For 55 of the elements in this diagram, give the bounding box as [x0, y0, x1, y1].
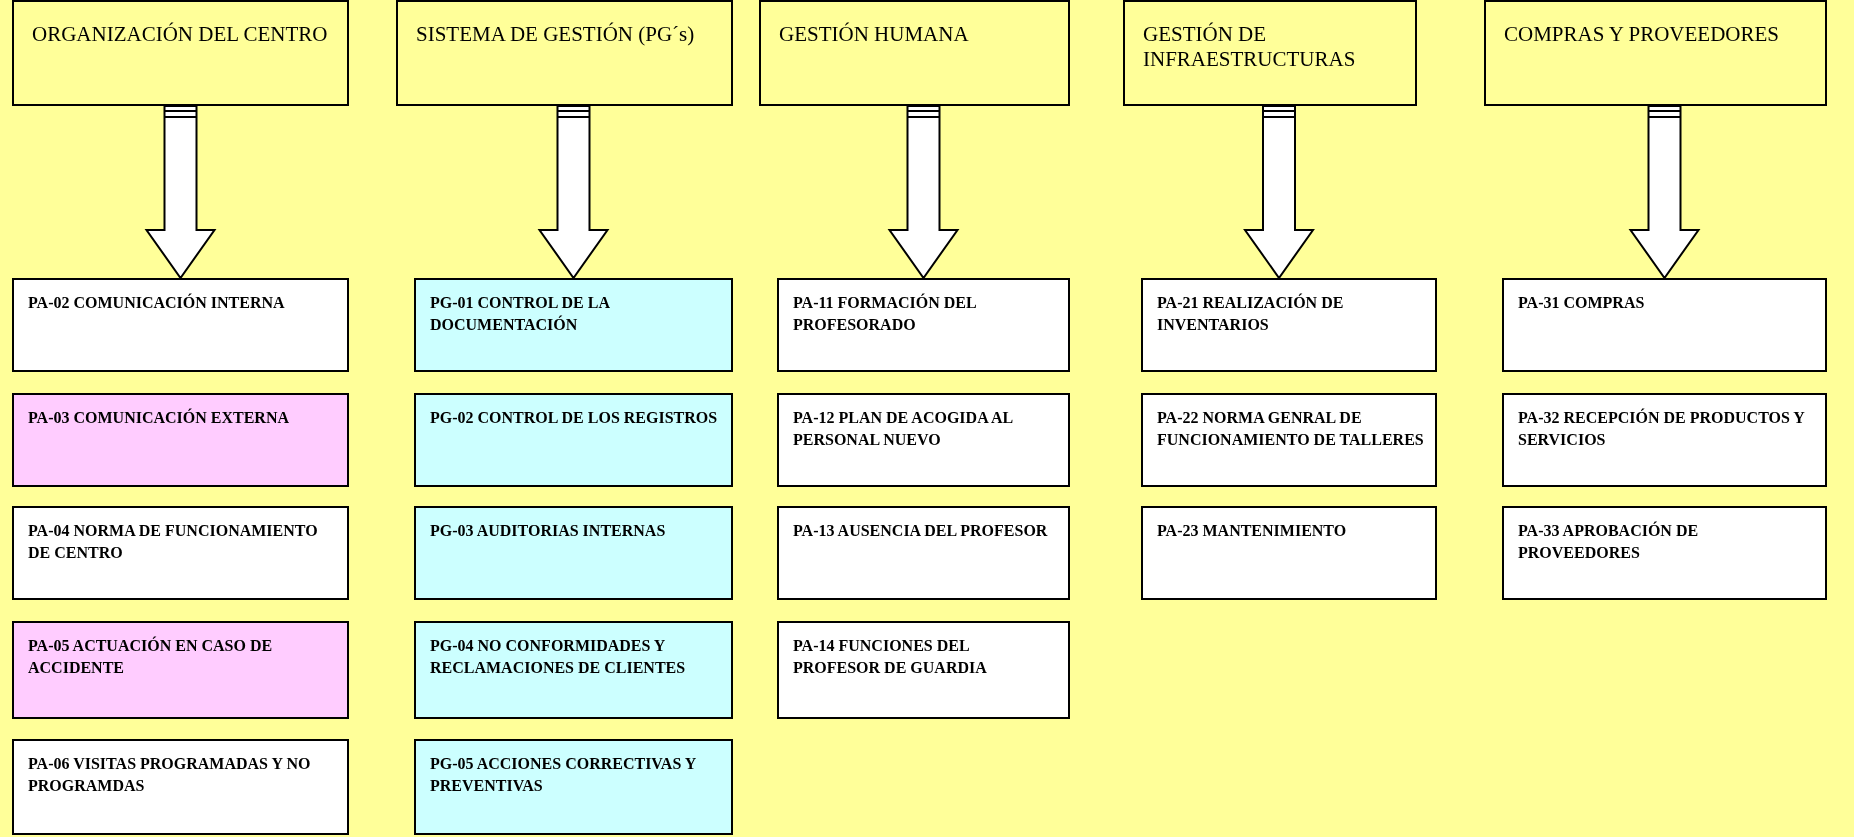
- process-box: [414, 278, 733, 372]
- process-text: PA-31 COMPRAS: [1518, 293, 1646, 313]
- process-text: PA-14 FUNCIONES DEL PROFESOR DE GUARDIA: [793, 636, 988, 678]
- header-box: [759, 0, 1070, 106]
- block-arrow: [1243, 105, 1315, 280]
- process-text: PA-23 MANTENIMIENTO: [1157, 521, 1348, 541]
- process-box: [1141, 278, 1437, 372]
- header-text: GESTIÓN HUMANA: [779, 22, 970, 48]
- process-text: PG-04 NO CONFORMIDADES Y RECLAMACIONES DE CLIENTES: [430, 636, 687, 678]
- process-box: [414, 621, 733, 719]
- header-box: [1484, 0, 1827, 106]
- block-arrow: [887, 105, 960, 280]
- process-box: [1141, 393, 1437, 487]
- process-text: PA-05 ACTUACIÓN EN CASO DE ACCIDENTE: [28, 635, 274, 678]
- process-box: [12, 393, 349, 487]
- process-text: PA-04 NORMA DE FUNCIONAMIENTO DE CENTRO: [28, 521, 319, 563]
- process-text: PA-21 REALIZACIÓN DE INVENTARIOS: [1157, 292, 1345, 335]
- header-text: COMPRAS Y PROVEEDORES: [1504, 22, 1780, 48]
- block-arrow: [1628, 105, 1701, 280]
- header-box: [1123, 0, 1417, 106]
- process-box: [1502, 393, 1827, 487]
- process-text: PA-06 VISITAS PROGRAMADAS Y NO PROGRAMDAS: [28, 754, 312, 796]
- process-text: PG-01 CONTROL DE LA DOCUMENTACIÓN: [430, 293, 611, 335]
- header-box: [396, 0, 733, 106]
- process-box: [12, 278, 349, 372]
- process-box: [414, 393, 733, 487]
- process-box: [414, 739, 733, 835]
- process-box: [777, 506, 1070, 600]
- process-box: [1141, 506, 1437, 600]
- header-text: ORGANIZACIÓN DEL CENTRO: [32, 22, 329, 48]
- process-box: [777, 621, 1070, 719]
- block-arrow: [537, 105, 610, 280]
- process-box: [777, 278, 1070, 372]
- process-box: [777, 393, 1070, 487]
- block-arrow: [144, 105, 217, 280]
- process-text: PA-13 AUSENCIA DEL PROFESOR: [793, 521, 1049, 541]
- process-box: [1502, 278, 1827, 372]
- process-text: PG-03 AUDITORIAS INTERNAS: [430, 521, 667, 541]
- header-text: GESTIÓN DE INFRAESTRUCTURAS: [1143, 22, 1357, 73]
- process-text: PA-03 COMUNICACIÓN EXTERNA: [28, 407, 291, 428]
- process-box: [1502, 506, 1827, 600]
- process-box: [12, 621, 349, 719]
- process-text: PG-02 CONTROL DE LOS REGISTROS: [430, 408, 719, 428]
- process-text: PA-33 APROBACIÓN DE PROVEEDORES: [1518, 520, 1700, 563]
- header-text: SISTEMA DE GESTIÓN (PG´s): [416, 22, 696, 48]
- process-box: [12, 739, 349, 835]
- process-text: PA-02 COMUNICACIÓN INTERNA: [28, 292, 286, 313]
- process-text: PA-12 PLAN DE ACOGIDA AL PERSONAL NUEVO: [793, 408, 1014, 450]
- process-text: PA-22 NORMA GENRAL DE FUNCIONAMIENTO DE TALLERES: [1157, 408, 1425, 450]
- process-text: PA-11 FORMACIÓN DEL PROFESORADO: [793, 292, 977, 335]
- process-text: PA-32 RECEPCIÓN DE PRODUCTOS Y SERVICIOS: [1518, 407, 1806, 450]
- process-text: PG-05 ACCIONES CORRECTIVAS Y PREVENTIVAS: [430, 754, 697, 796]
- process-box: [414, 506, 733, 600]
- process-box: [12, 506, 349, 600]
- header-box: [12, 0, 349, 106]
